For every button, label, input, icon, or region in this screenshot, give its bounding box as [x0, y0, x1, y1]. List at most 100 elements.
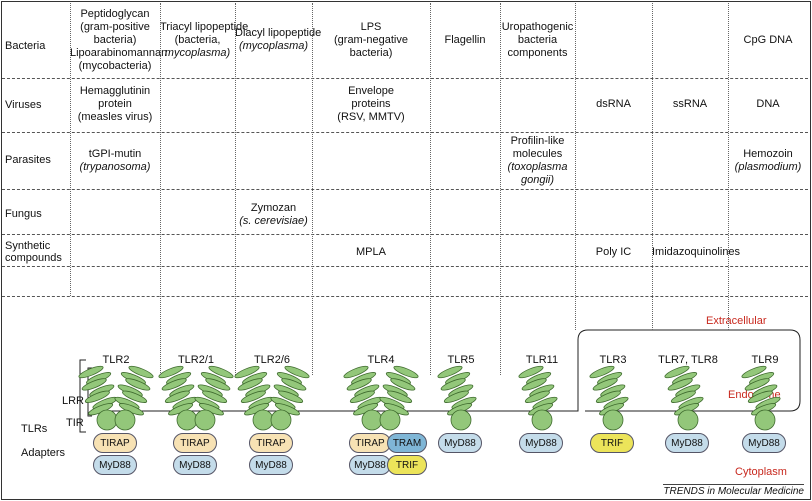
tir-label: TIR: [66, 417, 84, 429]
lrr-domain: [205, 378, 231, 391]
column-divider: [652, 3, 653, 330]
tlr-name: TLR4: [367, 354, 395, 366]
ligand-text: mycoplasma): [164, 46, 231, 59]
ligand-text: (bacteria,: [174, 33, 221, 46]
lrr-domain: [741, 365, 767, 379]
adapter-myd88: MyD88: [93, 455, 137, 475]
tir-domain: [270, 409, 292, 431]
membrane-line: [92, 329, 801, 412]
ligand-text: bacteria): [349, 46, 393, 59]
lrr-domain: [349, 390, 375, 403]
lrr-domain: [518, 365, 544, 379]
lrr-domain: [440, 378, 466, 391]
lrr-domain: [78, 365, 104, 379]
lrr-domain: [387, 390, 413, 403]
adapter-tirap: TIRAP: [173, 433, 217, 453]
lrr-domain: [747, 390, 773, 403]
lrr-domain: [81, 378, 107, 391]
lrr-domain: [744, 378, 770, 391]
lrr-domain: [125, 378, 151, 391]
ligand-text: Hemozoin: [743, 148, 793, 160]
ligand-text: bacteria): [93, 33, 137, 46]
lrr-domain: [128, 365, 154, 379]
lrr-domain: [443, 390, 469, 403]
ligand-text: components: [507, 46, 568, 59]
row-divider: [2, 78, 808, 79]
lrr-domain: [208, 365, 234, 379]
lrr-bracket: [87, 367, 92, 417]
tir-domain: [450, 409, 472, 431]
ligand-text: (mycoplasma): [238, 40, 309, 52]
ligand-cell-tlr3-synthetic: Poly IC: [575, 246, 652, 259]
row-divider: [2, 266, 808, 267]
tlr-name: TLR3: [599, 354, 627, 366]
cytoplasm-label: Cytoplasm: [735, 466, 787, 478]
adapter-myd88: MyD88: [519, 433, 563, 453]
row-label-fungus: Fungus: [5, 208, 42, 220]
ligand-cell-tlr5-bacteria: Flagellin: [430, 34, 500, 47]
adapter-tirap: TIRAP: [249, 433, 293, 453]
ligand-cell-tlr7-tlr8-viruses: ssRNA: [652, 98, 728, 111]
ligand-cell-tlr2-1-bacteria: Triacyl lipopeptide(bacteria,mycoplasma): [160, 21, 248, 60]
lrr-domain: [592, 378, 618, 391]
row-divider: [2, 132, 808, 133]
lrr-domain: [524, 390, 550, 403]
lrr-domain: [346, 378, 372, 391]
ligand-cell-tlr9-viruses: DNA: [728, 98, 808, 111]
tlr-name: TLR9: [751, 354, 779, 366]
tlr-name: TLR7, TLR8: [658, 354, 718, 366]
ligand-cell-tlr9-bacteria: CpG DNA: [728, 34, 808, 47]
tir-domain: [677, 409, 699, 431]
ligand-text: (plasmodium): [734, 161, 802, 173]
row-divider: [2, 296, 808, 297]
ligand-text: Peptidoglycan: [80, 7, 150, 20]
lrr-domain: [670, 390, 696, 403]
ligand-text: (s. cerevisiae): [239, 215, 308, 227]
journal-footer: TRENDS in Molecular Medicine: [663, 484, 804, 497]
ligand-cell-tlr2-6-bacteria: Diacyl lipopeptide(mycoplasma): [235, 27, 322, 53]
lrr-domain: [164, 390, 190, 403]
lrr-domain: [240, 390, 266, 403]
adapter-trif: TRIF: [387, 455, 427, 475]
lrr-domain: [84, 390, 110, 403]
ligand-text: MPLA: [356, 245, 386, 258]
tir-domain: [96, 409, 118, 431]
column-divider: [728, 3, 729, 330]
extracellular-label: Extracellular: [706, 315, 767, 327]
row-label-parasites: Parasites: [5, 154, 51, 166]
adapter-tirap: TIRAP: [93, 433, 137, 453]
ligand-text: DNA: [756, 97, 780, 110]
ligand-text: (toxoplasma: [507, 161, 568, 173]
row-divider: [2, 234, 808, 235]
ligand-text: tGPI-mutin: [88, 148, 142, 160]
lrr-domain: [234, 365, 260, 379]
tir-domain: [361, 409, 383, 431]
row-label-synthetic: Synthetic compounds: [5, 240, 62, 264]
ligand-text: (measles virus): [77, 110, 153, 123]
lrr-domain: [343, 365, 369, 379]
tir-domain: [176, 409, 198, 431]
lrr-domain: [161, 378, 187, 391]
lrr-domain: [158, 365, 184, 379]
ligand-cell-tlr7-tlr8-synthetic: Imidazoquinolines: [652, 246, 740, 259]
tlr-name: TLR2/6: [253, 354, 291, 366]
ligand-text: dsRNA: [596, 97, 631, 110]
column-divider: [430, 3, 431, 375]
tlr-name: TLR11: [525, 354, 559, 366]
ligand-cell-tlr2-parasites: tGPI-mutin(trypanosoma): [70, 148, 160, 174]
ligand-cell-tlr3-viruses: dsRNA: [575, 98, 652, 111]
lrr-domain: [278, 390, 304, 403]
ligand-text: Flagellin: [444, 33, 486, 46]
ligand-text: (RSV, MMTV): [337, 110, 405, 123]
adapter-myd88: MyD88: [249, 455, 293, 475]
lrr-domain: [284, 365, 310, 379]
lrr-domain: [595, 390, 621, 403]
ligand-text: Diacyl lipopeptide: [235, 27, 322, 39]
ligand-text: ssRNA: [672, 97, 708, 110]
lrr-domain: [237, 378, 263, 391]
